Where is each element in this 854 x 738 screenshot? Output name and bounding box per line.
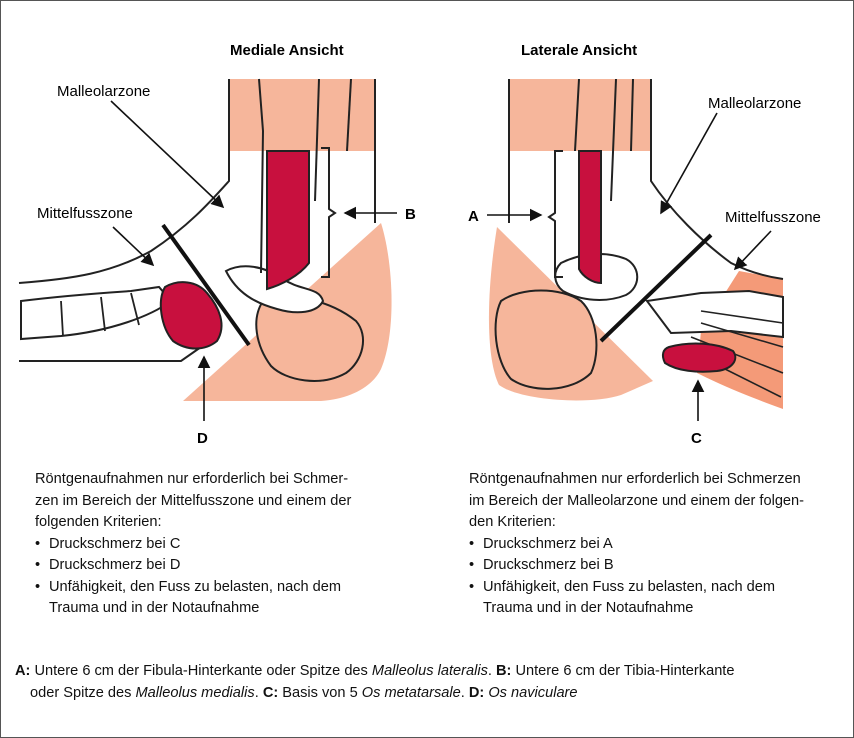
legend-text-b: Untere 6 cm der Tibia-Hinterkante (511, 663, 735, 679)
arrow-midfoot-lateral (733, 230, 772, 271)
medial-criteria-list: Druckschmerz bei C Druckschmerz bei D Un… (35, 534, 415, 620)
target-a (578, 150, 602, 285)
malleolar-cut-line (599, 233, 713, 343)
marker-d: D (197, 430, 208, 447)
list-item-line1: Unfähigkeit, den Fuss zu belasten, nach … (483, 578, 776, 595)
ankle-diagram: Mediale Ansicht Malleolarzone Mittelfuss… (18, 42, 821, 447)
label-malleolarzone-lateral: Malleolarzone (708, 95, 801, 112)
legend-row-2: oder Spitze des Malleolus medialis. C: B… (15, 683, 835, 705)
arrow-malleolar-lateral (660, 112, 718, 215)
legend-text-b2: oder Spitze des (30, 684, 136, 701)
medial-caption: Röntgenaufnahmen nur erforderlich bei Sc… (35, 469, 415, 620)
legend-key-c: C: (262, 684, 279, 701)
forefoot-bones (20, 285, 173, 341)
medial-caption-line3: folgenden Kriterien: (35, 514, 162, 530)
forefoot-bones-lat (645, 289, 784, 339)
lateral-view-title: Laterale Ansicht (521, 42, 637, 59)
list-item-line1: Unfähigkeit, den Fuss zu belasten, nach … (49, 578, 342, 595)
list-item: Druckschmerz bei A (469, 534, 849, 556)
list-item-line2: Trauma und in der Notaufnahme (483, 600, 694, 616)
legend-text-a: Untere 6 cm der Fibula-Hinterkante oder … (30, 663, 372, 679)
legend-text-c: Basis von 5 (278, 684, 362, 701)
lateral-caption-line1: Röntgenaufnahmen nur erforderlich bei Sc… (469, 471, 801, 487)
target-d (159, 281, 223, 350)
target-b (266, 150, 310, 291)
list-item: Druckschmerz bei C (35, 534, 415, 556)
leg-outline (18, 79, 230, 284)
bracket-b (321, 147, 337, 278)
legend-key-d: D: (468, 684, 485, 701)
legend-key-b: B: (496, 663, 512, 679)
medial-view: Mediale Ansicht Malleolarzone Mittelfuss… (18, 42, 416, 447)
midfoot-cut-line (161, 223, 251, 347)
arrow-malleolar-medial (110, 100, 225, 209)
marker-b: B (405, 206, 416, 223)
medial-caption-line1: Röntgenaufnahmen nur erforderlich bei Sc… (35, 471, 349, 487)
malleolar-zone-band (229, 79, 375, 151)
list-item: Druckschmerz bei D (35, 555, 415, 577)
label-mittelfusszone-medial: Mittelfusszone (37, 205, 133, 222)
lateral-view: Laterale Ansicht Malleolarzone Mittelfus… (468, 42, 821, 447)
medial-view-title: Mediale Ansicht (230, 42, 344, 59)
legend-key-a: A: (15, 663, 31, 679)
target-c (661, 342, 737, 373)
legend-italic-b: Malleolus medialis (135, 684, 255, 701)
legend-end-b: . (254, 684, 263, 701)
legend: A: Untere 6 cm der Fibula-Hinterkante od… (15, 661, 835, 704)
lateral-caption: Röntgenaufnahmen nur erforderlich bei Sc… (469, 469, 849, 620)
list-item: Druckschmerz bei B (469, 555, 849, 577)
marker-a: A (468, 208, 479, 225)
arrow-midfoot-medial (112, 226, 155, 267)
malleolar-zone-band-lat (509, 79, 651, 151)
legend-italic-c: Os metatarsale (361, 684, 461, 701)
label-malleolarzone-medial: Malleolarzone (57, 83, 150, 100)
lateral-caption-line3: den Kriterien: (469, 514, 556, 530)
legend-row-1: A: Untere 6 cm der Fibula-Hinterkante od… (15, 661, 835, 683)
bracket-a (547, 150, 563, 278)
lateral-caption-line2: im Bereich der Malleolarzone und einem d… (469, 492, 805, 509)
list-item: Unfähigkeit, den Fuss zu belasten, nach … (35, 577, 415, 620)
legend-italic-a: Malleolus lateralis (371, 663, 488, 679)
leg-outline-lat (650, 79, 784, 280)
lateral-criteria-list: Druckschmerz bei A Druckschmerz bei B Un… (469, 534, 849, 620)
list-item: Unfähigkeit, den Fuss zu belasten, nach … (469, 577, 849, 620)
marker-c: C (691, 430, 702, 447)
calcaneus-lat (494, 289, 598, 390)
list-item-line2: Trauma und in der Notaufnahme (49, 600, 260, 616)
label-mittelfusszone-lateral: Mittelfusszone (725, 209, 821, 226)
legend-end-a: . (487, 663, 497, 679)
medial-caption-line2: zen im Bereich der Mittelfusszone und ei… (35, 492, 352, 509)
legend-italic-d: Os naviculare (488, 684, 578, 701)
legend-end-c: . (460, 684, 469, 701)
